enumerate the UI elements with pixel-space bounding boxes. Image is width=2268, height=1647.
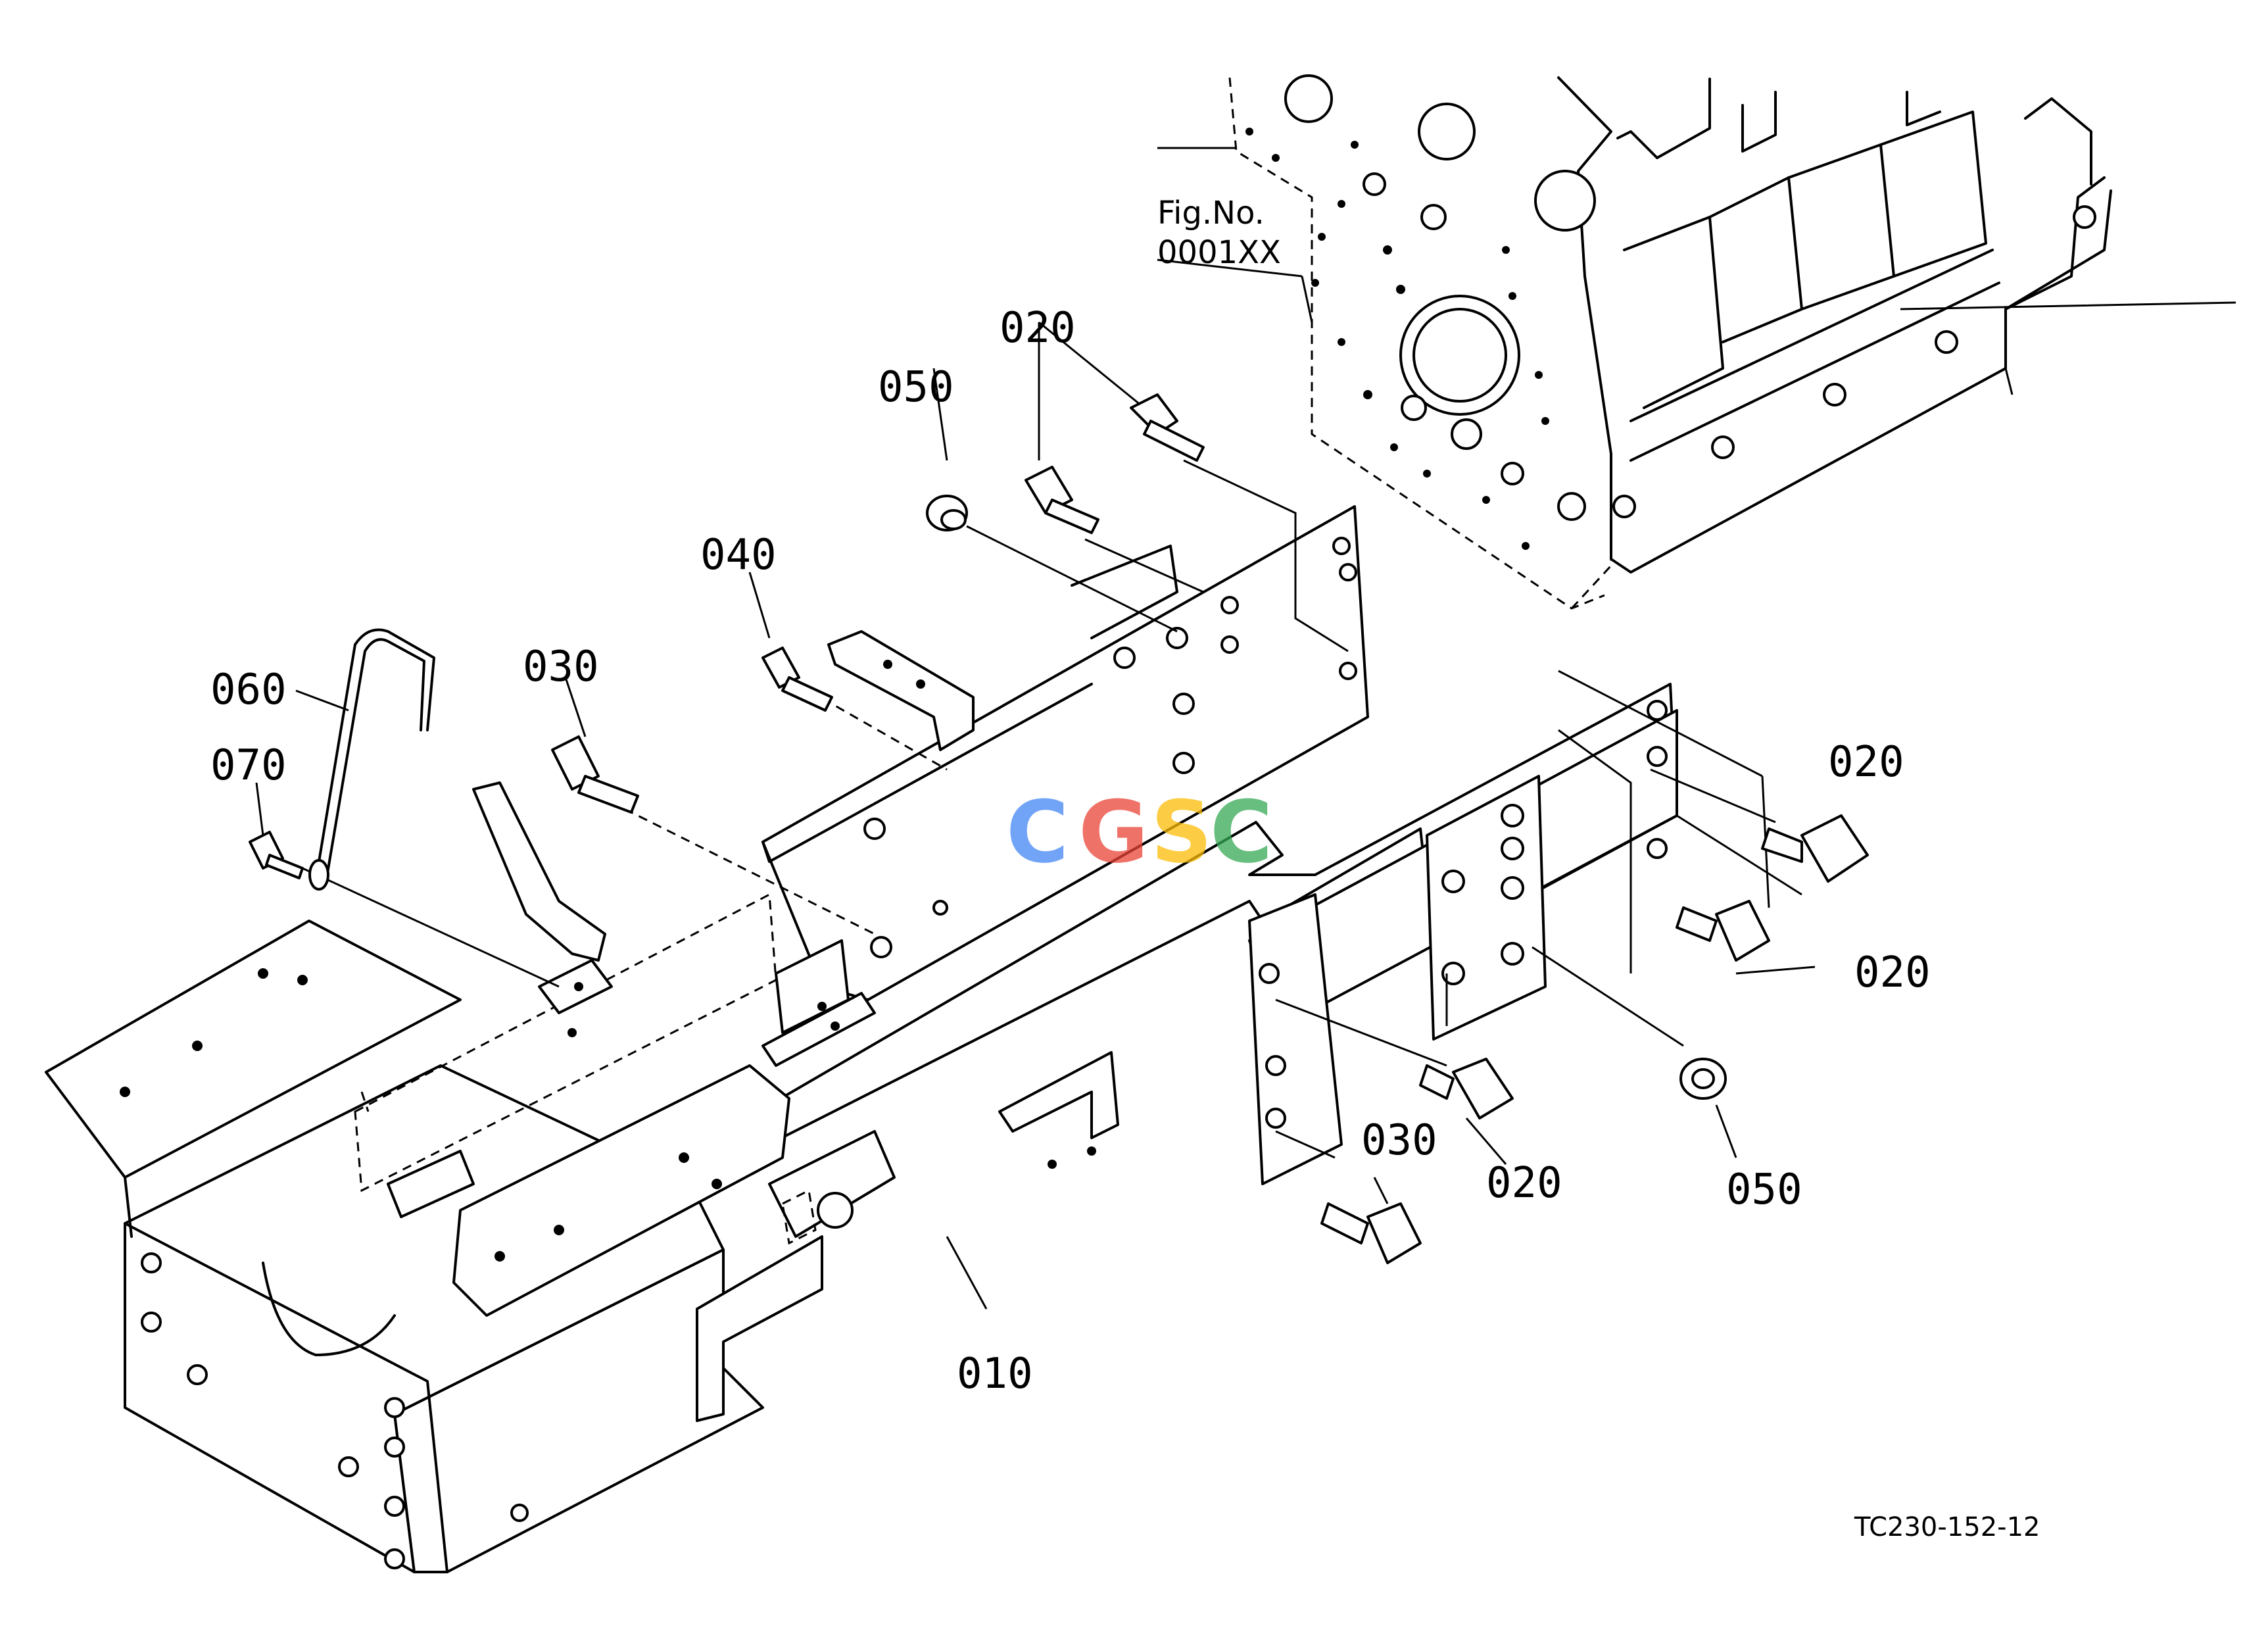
watermark-logo: C G S C xyxy=(1006,782,1272,882)
label-030-bottom: 030 xyxy=(1361,1116,1437,1165)
label-050-right: 050 xyxy=(1726,1166,1802,1214)
bolt-070 xyxy=(249,831,304,879)
bolt-020-top-b xyxy=(1025,466,1099,534)
watermark-letter-c2: C xyxy=(1210,782,1272,882)
bolt-030-left xyxy=(551,735,639,814)
bolt-030-bottom xyxy=(1320,1202,1422,1264)
label-020-top: 020 xyxy=(1000,304,1076,353)
watermark-letter-s: S xyxy=(1151,782,1213,882)
label-030-left: 030 xyxy=(523,643,599,691)
drawing-code: TC230-152-12 xyxy=(1854,1512,2040,1542)
label-040: 040 xyxy=(700,531,777,579)
leader-lines xyxy=(255,147,1816,1310)
bolt-020-right-top xyxy=(1761,814,1869,883)
label-010: 010 xyxy=(957,1350,1033,1398)
washer-050-top xyxy=(926,495,968,531)
label-020-right-top: 020 xyxy=(1828,738,1904,787)
label-060: 060 xyxy=(210,666,287,714)
bolt-020-bottom xyxy=(1419,1058,1514,1119)
washer-050-right xyxy=(1679,1058,1727,1100)
engine-block xyxy=(1228,74,2236,610)
label-070: 070 xyxy=(210,741,287,790)
label-020-right-mid: 020 xyxy=(1854,948,1931,997)
watermark-letter-g: G xyxy=(1078,782,1149,882)
frame-010 xyxy=(45,505,1678,1573)
watermark-letter-c1: C xyxy=(1006,782,1069,882)
fig-ref: Fig.No. 0001XX xyxy=(1157,195,1281,271)
bolt-020-top-a xyxy=(1130,393,1205,462)
fig-ref-line1: Fig.No. xyxy=(1157,195,1265,232)
bolt-040 xyxy=(761,647,833,712)
label-020-bottom: 020 xyxy=(1486,1159,1562,1208)
bolt-020-right-mid xyxy=(1676,900,1770,962)
rod-060 xyxy=(308,628,435,891)
fig-ref-line2: 0001XX xyxy=(1157,234,1281,271)
label-050-top: 050 xyxy=(878,363,954,412)
